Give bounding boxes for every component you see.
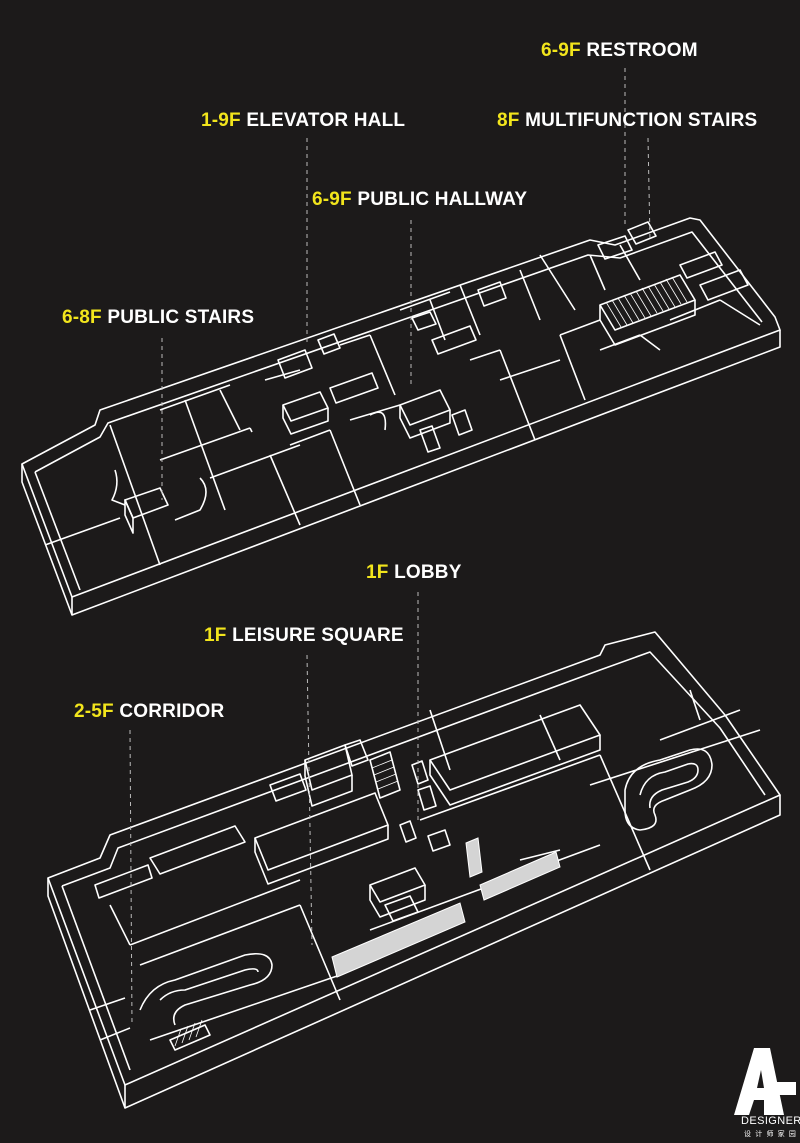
leader-lines	[129, 68, 651, 1026]
multifunction-stairs-hatch	[605, 276, 688, 328]
label-restroom: 6-9F RESTROOM	[541, 40, 698, 62]
leisure-square-blocks	[331, 837, 561, 978]
label-level: 8F	[497, 110, 520, 131]
label-public-hallway: 6-9F PUBLIC HALLWAY	[312, 189, 527, 211]
label-level: 1-9F	[201, 110, 241, 131]
label-leisure-square: 1F LEISURE SQUARE	[204, 625, 404, 647]
label-name: LOBBY	[394, 562, 462, 583]
label-lobby: 1F LOBBY	[366, 562, 462, 584]
label-level: 6-8F	[62, 307, 102, 328]
label-level: 6-9F	[541, 40, 581, 61]
label-corridor: 2-5F CORRIDOR	[74, 701, 224, 723]
logo-word: DESIGNER	[741, 1115, 800, 1127]
designer-logo-icon	[734, 1048, 796, 1115]
label-level: 1F	[204, 625, 227, 646]
label-elevator-hall: 1-9F ELEVATOR HALL	[201, 110, 405, 132]
label-level: 1F	[366, 562, 389, 583]
label-multifunction-stairs: 8F MULTIFUNCTION STAIRS	[497, 110, 757, 132]
label-name: CORRIDOR	[119, 701, 225, 722]
label-name: LEISURE SQUARE	[232, 625, 404, 646]
upper-floor-plan	[21, 217, 781, 616]
logo-subtitle: 设 计 师 家 园	[744, 1130, 797, 1138]
lobby-stairs-hatch	[174, 759, 399, 1047]
label-name: RESTROOM	[586, 40, 698, 61]
label-name: MULTIFUNCTION STAIRS	[525, 110, 758, 131]
label-level: 6-9F	[312, 189, 352, 210]
label-level: 2-5F	[74, 701, 114, 722]
label-public-stairs: 6-8F PUBLIC STAIRS	[62, 307, 254, 329]
label-name: ELEVATOR HALL	[246, 110, 406, 131]
label-name: PUBLIC STAIRS	[107, 307, 255, 328]
label-name: PUBLIC HALLWAY	[357, 189, 528, 210]
